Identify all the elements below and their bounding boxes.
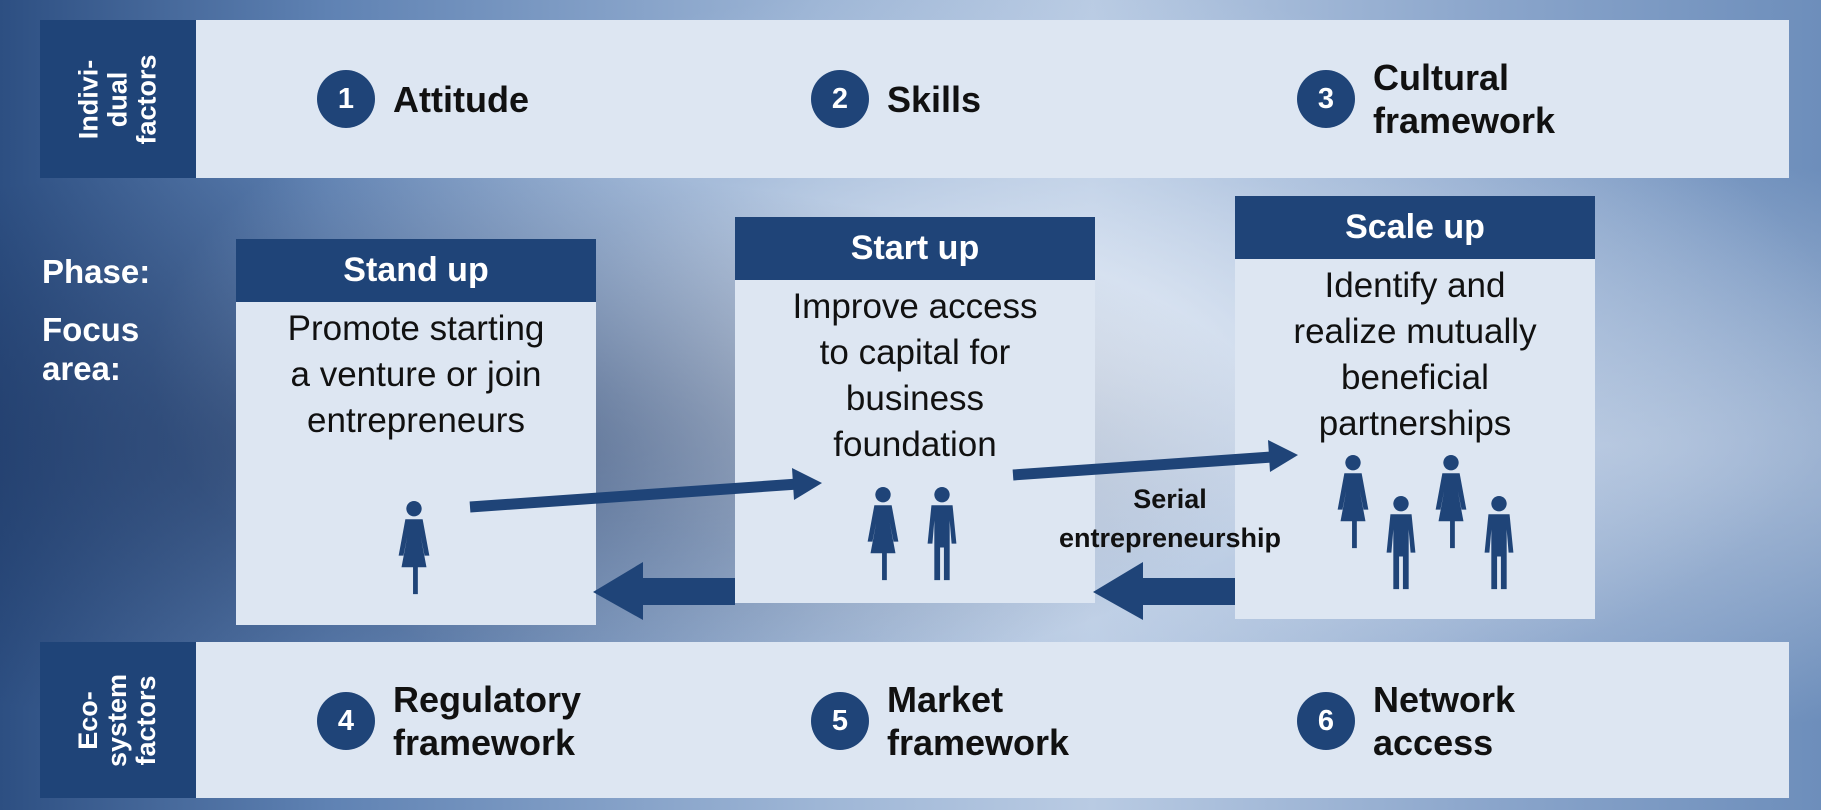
factor-number-badge: 1 bbox=[317, 70, 375, 128]
phase-description: Improve access to capital for business f… bbox=[792, 287, 1038, 464]
forward-arrow-stand-to-start bbox=[469, 468, 822, 513]
factor-regulatory-framework: 4 Regulatory framework bbox=[317, 678, 581, 764]
phase-title: Scale up bbox=[1235, 196, 1595, 259]
person-male-icon bbox=[927, 486, 957, 581]
person-female-icon bbox=[1337, 454, 1369, 549]
person-female-icon bbox=[867, 486, 899, 581]
ecosystem-factors-band: Eco- system factors 4 Regulatory framewo… bbox=[40, 642, 1789, 798]
phase-row-label: Phase: bbox=[42, 253, 151, 290]
factor-number-badge: 5 bbox=[811, 692, 869, 750]
forward-arrow-start-to-scale bbox=[1012, 440, 1298, 481]
individual-factors-band: Indivi- dual factors 1 Attitude 2 Skills… bbox=[40, 20, 1789, 178]
phase-description: Promote starting a venture or join entre… bbox=[287, 309, 545, 440]
factor-attitude: 1 Attitude bbox=[317, 70, 529, 128]
factor-cultural-framework: 3 Cultural framework bbox=[1297, 56, 1555, 142]
factor-skills: 2 Skills bbox=[811, 70, 981, 128]
phase-box-scale-up: Scale up Identify and realize mutually b… bbox=[1235, 196, 1595, 619]
backward-arrow-start-to-stand bbox=[593, 562, 735, 620]
factor-number-badge: 4 bbox=[317, 692, 375, 750]
factor-market-framework: 5 Market framework bbox=[811, 678, 1069, 764]
phase-description: Identify and realize mutually beneficial… bbox=[1293, 266, 1537, 443]
ecosystem-factors-label: Eco- system factors bbox=[40, 642, 196, 798]
person-female-icon bbox=[398, 500, 430, 595]
factor-number-badge: 6 bbox=[1297, 692, 1355, 750]
phase-box-start-up: Start up Improve access to capital for b… bbox=[735, 217, 1095, 603]
factor-label: Cultural framework bbox=[1373, 57, 1556, 141]
factor-network-access: 6 Network access bbox=[1297, 678, 1515, 764]
backward-arrow-scale-to-start bbox=[1093, 562, 1235, 620]
person-male-icon bbox=[1484, 495, 1514, 590]
focus-area-row-label: Focus area: bbox=[42, 311, 140, 387]
factor-label: Skills bbox=[887, 78, 982, 120]
factor-label: Regulatory framework bbox=[393, 679, 582, 763]
phase-title: Start up bbox=[735, 217, 1095, 280]
person-female-icon bbox=[1435, 454, 1467, 549]
serial-entrepreneurship-label: Serial entrepreneurship bbox=[1058, 484, 1282, 553]
factor-label: Network access bbox=[1373, 679, 1516, 763]
factor-label: Market framework bbox=[887, 679, 1070, 763]
person-male-icon bbox=[1386, 495, 1416, 590]
factor-number-badge: 2 bbox=[811, 70, 869, 128]
factor-number-badge: 3 bbox=[1297, 70, 1355, 128]
individual-factors-label: Indivi- dual factors bbox=[40, 20, 196, 178]
phase-title: Stand up bbox=[236, 239, 596, 302]
factor-label: Attitude bbox=[393, 78, 529, 120]
